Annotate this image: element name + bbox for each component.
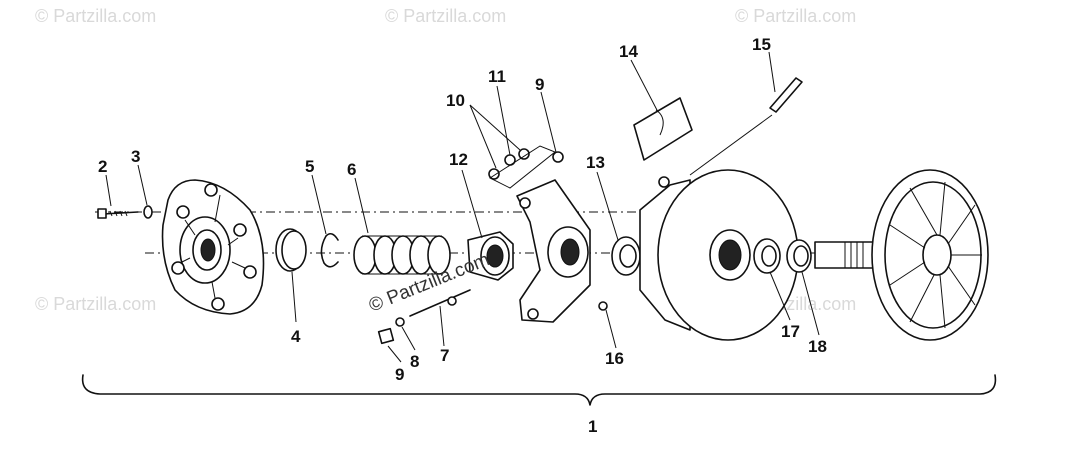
watermarks: © Partzilla.com © Partzilla.com © Partzi… [35,6,856,314]
part-washer [143,205,153,219]
part-cam [467,231,514,281]
part-screw-16 [598,301,608,311]
callout-7: 7 [440,346,449,365]
part-label [633,97,693,161]
watermark-mid-left: © Partzilla.com [35,294,156,314]
callout-9-lower: 9 [395,365,404,384]
part-spacer-18 [786,239,812,273]
callout-4: 4 [291,327,301,346]
watermark-top-left: © Partzilla.com [35,6,156,26]
part-spring [353,235,451,275]
part-spider [516,179,591,323]
part-washer-13 [611,236,641,276]
callout-6: 6 [347,160,356,179]
callout-1: 1 [588,417,597,436]
callout-14: 14 [619,42,638,61]
callout-8: 8 [410,352,419,371]
leader-lines [105,51,820,363]
callout-13: 13 [586,153,605,172]
callout-10: 10 [446,91,465,110]
part-pins [377,289,471,345]
part-ring [275,228,307,272]
callout-2: 2 [98,157,107,176]
part-cover [161,179,265,315]
part-snap-ring [320,232,339,268]
part-bolt [97,208,139,219]
watermark-top-middle: © Partzilla.com [385,6,506,26]
callout-18: 18 [808,337,827,356]
watermark-top-right: © Partzilla.com [735,6,856,26]
callout-labels: 1 2 3 4 5 6 7 8 9 9 10 11 12 13 14 15 16… [98,35,827,436]
part-movable-sheave [639,169,799,341]
part-shaft-pin [769,77,803,113]
callout-15: 15 [752,35,771,54]
assembly-bracket [81,374,997,406]
callout-16: 16 [605,349,624,368]
part-bearing-17 [753,238,781,274]
callout-17: 17 [781,322,800,341]
callout-12: 12 [449,150,468,169]
callout-11: 11 [488,67,506,86]
part-fixed-sheave [814,169,989,341]
callout-5: 5 [305,157,314,176]
part-nuts [488,145,564,189]
callout-9-upper: 9 [535,75,544,94]
callout-3: 3 [131,147,140,166]
